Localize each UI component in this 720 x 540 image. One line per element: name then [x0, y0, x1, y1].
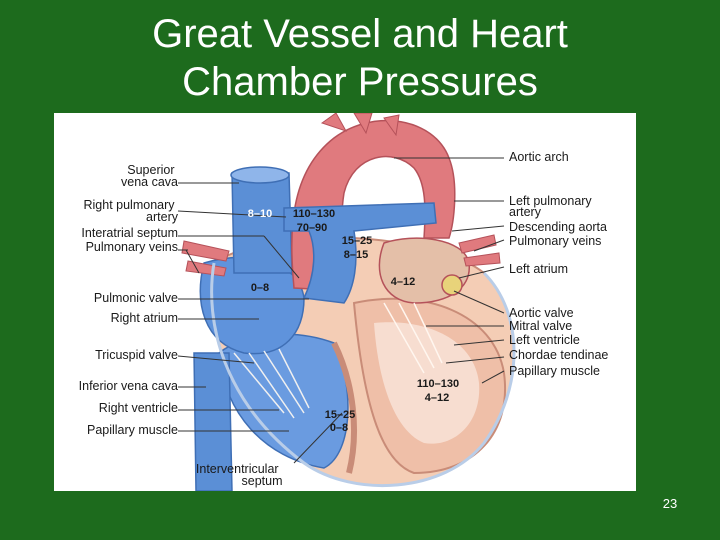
pressure-rv-systolic: 15–25 [325, 409, 356, 421]
left-ventricle-cavity [374, 322, 480, 444]
pressure-aorta-systolic: 110–130 [293, 208, 335, 220]
heart-diagram: Superior vena cava Right pulmonary arter… [54, 113, 636, 491]
pressure-pa-systolic: 15–25 [342, 235, 373, 247]
label-papillary-muscle-right: Papillary muscle [509, 364, 600, 378]
label-right-atrium: Right atrium [111, 311, 178, 325]
leader-lines-left [177, 182, 309, 432]
label-interatrial-septum: Interatrial septum [81, 226, 178, 240]
label-pulmonary-veins-right: Pulmonary veins [509, 234, 601, 248]
pressure-lv-diastolic: 4–12 [425, 392, 449, 404]
label-mitral-valve: Mitral valve [509, 319, 572, 333]
pressure-lv-systolic: 110–130 [417, 378, 459, 390]
title-line-2: Chamber Pressures [182, 60, 538, 104]
label-papillary-muscle-left: Papillary muscle [87, 423, 178, 437]
label-chordae-tendinae: Chordae tendinae [509, 348, 608, 362]
label-left-ventricle: Left ventricle [509, 333, 580, 347]
label-tricuspid-valve: Tricuspid valve [95, 348, 178, 362]
label-pulmonic-valve: Pulmonic valve [94, 291, 178, 305]
label-left-pulmonary-artery: Left pulmonary artery [509, 194, 595, 219]
tricuspid-chordae [233, 348, 310, 419]
label-right-pulmonary-artery: Right pulmonary artery [84, 198, 179, 224]
pressure-pa-diastolic: 8–15 [344, 249, 368, 261]
label-pulmonary-veins-left: Pulmonary veins [86, 240, 178, 254]
label-descending-aorta: Descending aorta [509, 220, 607, 234]
slide-title: Great Vessel and Heart Chamber Pressures [0, 10, 720, 106]
mitral-chordae [383, 302, 443, 374]
pulmonary-veins-left [181, 240, 230, 277]
pressure-left-atrium: 4–12 [391, 276, 415, 288]
aortic-valve [441, 274, 463, 296]
superior-vena-cava [231, 172, 293, 274]
pressure-aorta-diastolic: 70–90 [297, 222, 328, 234]
interventricular-septum-shape [331, 341, 357, 474]
label-interventricular-septum: Interventricular septum [196, 462, 283, 488]
pressure-svc: 8–10 [248, 208, 272, 220]
pressure-right-atrium: 0–8 [251, 282, 269, 294]
label-aortic-valve: Aortic valve [509, 306, 574, 320]
page-number: 23 [662, 496, 678, 511]
label-inferior-vena-cava: Inferior vena cava [79, 379, 178, 393]
label-right-ventricle: Right ventricle [99, 401, 178, 415]
label-left-atrium: Left atrium [509, 262, 568, 276]
pulmonary-veins-right [458, 234, 501, 267]
pressure-rv-diastolic: 0–8 [330, 422, 348, 434]
pulmonary-artery [283, 202, 437, 304]
leader-lines-right [293, 157, 505, 464]
title-line-1: Great Vessel and Heart [152, 12, 568, 56]
label-superior-vena-cava: Superior vena cava [121, 163, 178, 189]
heart-illustration: Superior vena cava Right pulmonary arter… [79, 113, 608, 491]
label-aortic-arch: Aortic arch [509, 150, 569, 164]
